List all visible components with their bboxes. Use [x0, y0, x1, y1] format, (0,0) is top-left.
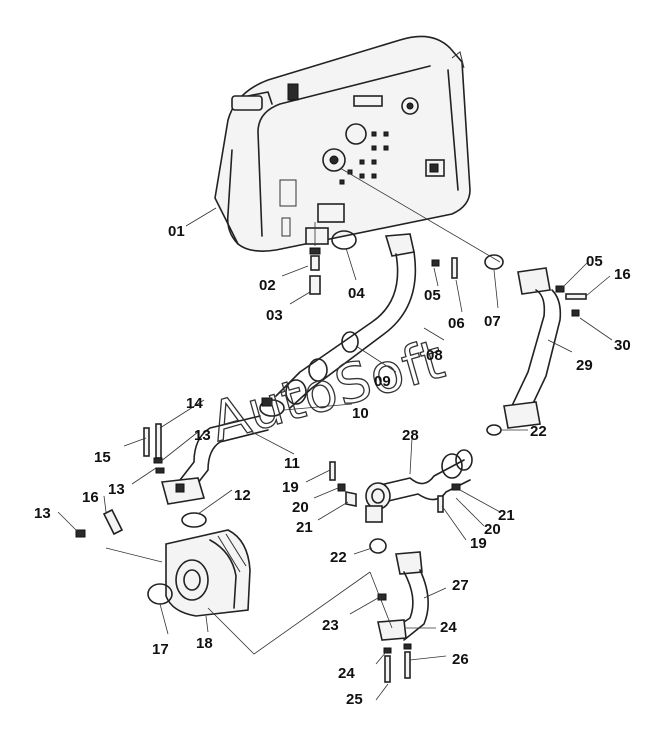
callout-03: 03 [266, 307, 283, 324]
callout-09: 09 [374, 373, 391, 390]
callout-17: 17 [152, 641, 169, 658]
elbow-pipe-11 [160, 415, 269, 505]
callout-24-left: 24 [338, 665, 355, 682]
bolts-left [75, 423, 165, 538]
connector-lines [105, 167, 501, 655]
callout-24-right: 24 [440, 619, 457, 636]
callout-22-lower: 22 [330, 549, 347, 566]
callout-05-lower: 05 [424, 287, 441, 304]
gasket-07 [484, 254, 504, 270]
callout-leaders [57, 207, 613, 701]
callout-18: 18 [196, 635, 213, 652]
callout-numbers: 01 02 03 04 05 06 07 08 09 10 11 12 13 1… [34, 223, 631, 708]
callout-28: 28 [402, 427, 419, 444]
callout-22-upper: 22 [530, 423, 547, 440]
gasket-12 [181, 512, 207, 528]
pipe-28 [365, 449, 473, 523]
upper-exhaust-pipe [275, 233, 417, 409]
callout-16-right: 16 [614, 266, 631, 283]
callout-25: 25 [346, 691, 363, 708]
callout-02: 02 [259, 277, 276, 294]
callout-19-left: 19 [282, 479, 299, 496]
housing-18 [165, 529, 251, 617]
callout-21-right: 21 [498, 507, 515, 524]
callout-01: 01 [168, 223, 185, 240]
callout-05-upper: 05 [586, 253, 603, 270]
gasket-04 [331, 230, 357, 250]
callout-15: 15 [94, 449, 111, 466]
muffler-body [214, 35, 471, 252]
callout-04: 04 [348, 285, 365, 302]
mount-bolt-and-washer [309, 222, 321, 295]
clamp-10 [259, 397, 285, 417]
callout-23: 23 [322, 617, 339, 634]
callout-12: 12 [234, 487, 251, 504]
callout-16-left: 16 [82, 489, 99, 506]
gasket-22-upper [486, 424, 502, 436]
callout-07: 07 [484, 313, 501, 330]
callout-13-left: 13 [34, 505, 51, 522]
callout-08: 08 [426, 347, 443, 364]
callout-13-middle: 13 [108, 481, 125, 498]
callout-10: 10 [352, 405, 369, 422]
callout-06: 06 [448, 315, 465, 332]
callout-11: 11 [284, 455, 300, 472]
pipe-29 [503, 267, 587, 429]
pipe-27 [369, 538, 429, 683]
callout-19-right: 19 [470, 535, 487, 552]
bolt-05-06 [431, 257, 458, 279]
callout-21-left: 21 [296, 519, 313, 536]
callout-29: 29 [576, 357, 593, 374]
callout-20-right: 20 [484, 521, 501, 538]
callout-26: 26 [452, 651, 469, 668]
callout-30: 30 [614, 337, 631, 354]
callout-13-upper: 13 [194, 427, 211, 444]
callout-14: 14 [186, 395, 203, 412]
callout-20-left: 20 [292, 499, 309, 516]
clamps-19-20-21 [329, 461, 461, 513]
callout-27: 27 [452, 577, 469, 594]
